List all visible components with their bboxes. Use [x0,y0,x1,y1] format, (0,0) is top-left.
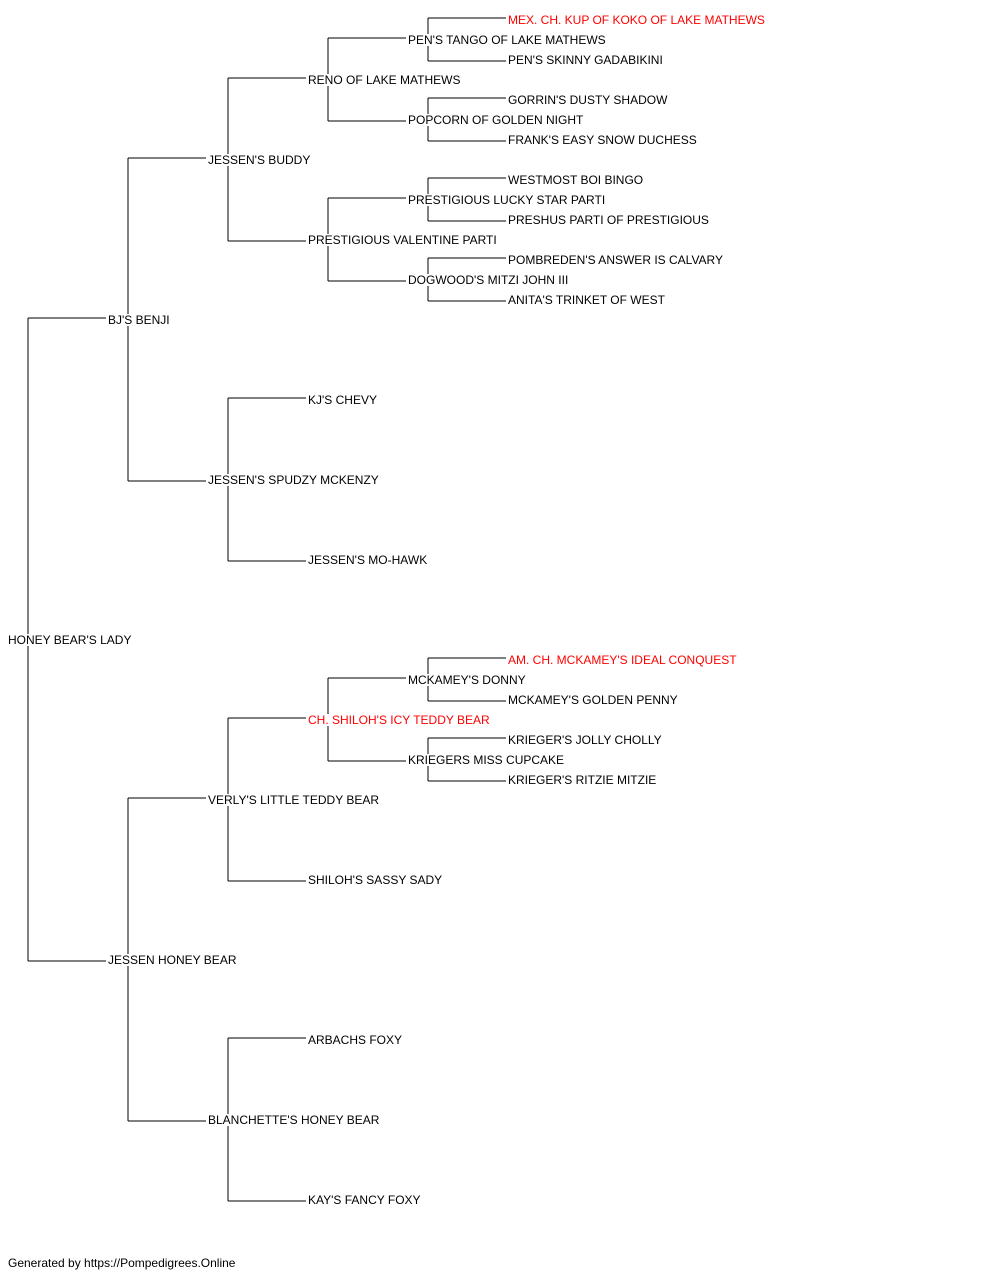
pedigree-name: PRESTIGIOUS VALENTINE PARTI [308,233,497,247]
pedigree-name: JESSEN'S SPUDZY MCKENZY [208,473,379,487]
pedigree-name: CH. SHILOH'S ICY TEDDY BEAR [308,713,490,727]
pedigree-name: FRANK'S EASY SNOW DUCHESS [508,133,697,147]
pedigree-name: AM. CH. MCKAMEY'S IDEAL CONQUEST [508,653,737,667]
pedigree-name: PEN'S TANGO OF LAKE MATHEWS [408,33,606,47]
pedigree-name: JESSEN'S MO-HAWK [308,553,427,567]
pedigree-name: HONEY BEAR'S LADY [8,633,131,647]
pedigree-name: MCKAMEY'S GOLDEN PENNY [508,693,678,707]
pedigree-name: BLANCHETTE'S HONEY BEAR [208,1113,380,1127]
pedigree-name: KRIEGERS MISS CUPCAKE [408,753,564,767]
pedigree-name: JESSEN HONEY BEAR [108,953,237,967]
pedigree-name: KRIEGER'S RITZIE MITZIE [508,773,656,787]
pedigree-name: RENO OF LAKE MATHEWS [308,73,460,87]
pedigree-name: POMBREDEN'S ANSWER IS CALVARY [508,253,723,267]
pedigree-name: PRESHUS PARTI OF PRESTIGIOUS [508,213,709,227]
pedigree-name: ARBACHS FOXY [308,1033,402,1047]
pedigree-name: PRESTIGIOUS LUCKY STAR PARTI [408,193,605,207]
pedigree-name: POPCORN OF GOLDEN NIGHT [408,113,584,127]
pedigree-name: DOGWOOD'S MITZI JOHN III [408,273,568,287]
pedigree-name: GORRIN'S DUSTY SHADOW [508,93,668,107]
pedigree-name: KRIEGER'S JOLLY CHOLLY [508,733,662,747]
pedigree-name: SHILOH'S SASSY SADY [308,873,442,887]
footer-credit: Generated by https://Pompedigrees.Online [8,1256,236,1270]
pedigree-name: VERLY'S LITTLE TEDDY BEAR [208,793,379,807]
pedigree-name: PEN'S SKINNY GADABIKINI [508,53,663,67]
pedigree-name: BJ'S BENJI [108,313,170,327]
pedigree-name: WESTMOST BOI BINGO [508,173,643,187]
pedigree-name: MCKAMEY'S DONNY [408,673,526,687]
pedigree-name: KAY'S FANCY FOXY [308,1193,421,1207]
pedigree-name: ANITA'S TRINKET OF WEST [508,293,666,307]
pedigree-name: KJ'S CHEVY [308,393,377,407]
pedigree-name: MEX. CH. KUP OF KOKO OF LAKE MATHEWS [508,13,765,27]
pedigree-name: JESSEN'S BUDDY [208,153,310,167]
